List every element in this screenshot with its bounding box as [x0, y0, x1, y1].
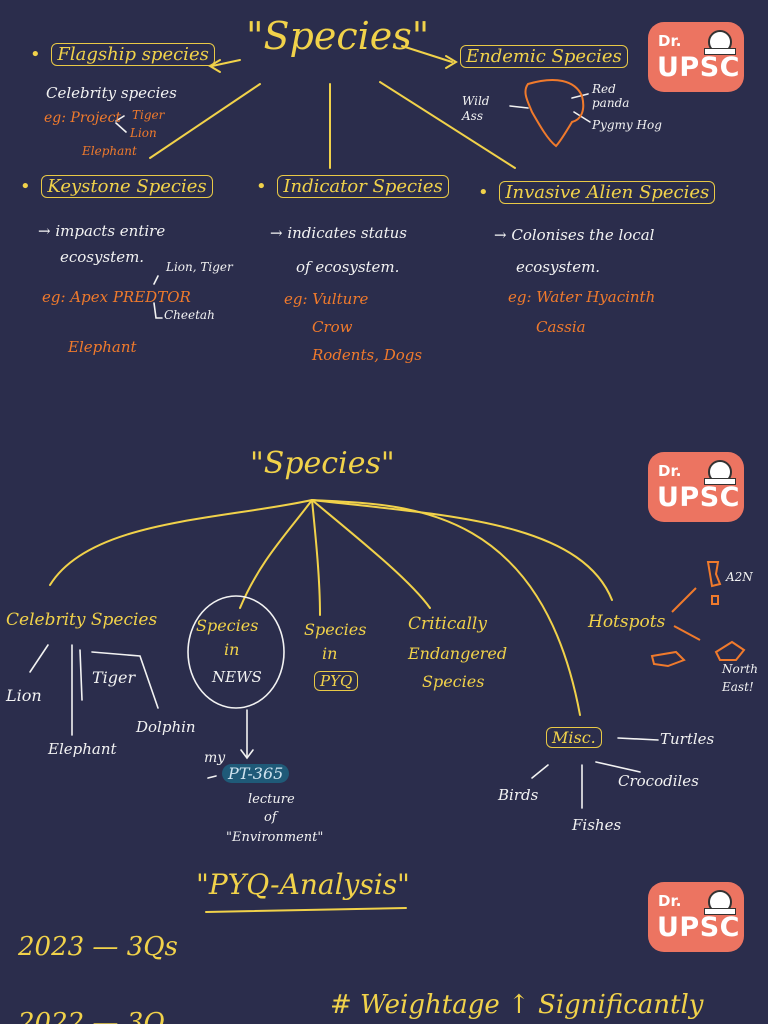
ref-my: my: [204, 750, 226, 766]
logo-upsc-text: UPSC: [657, 52, 740, 83]
section1-title: "Species": [246, 14, 430, 58]
invasive-desc2: ecosystem.: [516, 258, 601, 276]
section3-title: "PYQ-Analysis": [196, 868, 410, 901]
logo-upsc-text: UPSC: [657, 482, 740, 513]
invasive-desc1: → Colonises the local: [494, 226, 655, 244]
pyq-line1: Species: [304, 620, 367, 639]
logo-book-icon: [704, 48, 736, 55]
endemic-heading-row: Endemic Species: [460, 45, 628, 68]
hotspots-label: Hotspots: [588, 612, 666, 632]
indicator-heading: Indicator Species: [277, 175, 449, 198]
hotspots-a2n: A2N: [726, 570, 753, 584]
hotspots-north-east: North East!: [722, 662, 759, 694]
keystone-heading-row: Keystone Species: [20, 175, 213, 198]
endemic-label-wild-ass: Wild Ass: [462, 94, 490, 123]
indicator-eg2: Crow: [312, 318, 353, 336]
keystone-desc1: → impacts entire: [38, 222, 166, 240]
news-line1: Species: [196, 616, 259, 635]
dr-upsc-logo-2: Dr. UPSC: [648, 452, 744, 522]
indicator-desc2: of ecosystem.: [296, 258, 400, 276]
celebrity-dolphin: Dolphin: [136, 718, 196, 736]
indicator-eg3: Rodents, Dogs: [312, 346, 423, 364]
pt365-badge: PT-365: [222, 764, 290, 783]
ref-pill: PT-365: [222, 764, 290, 783]
logo-book-icon: [704, 478, 736, 485]
endemic-heading: Endemic Species: [460, 45, 628, 68]
flagship-heading: Flagship species: [51, 43, 215, 66]
logo-dr-text: Dr.: [658, 32, 682, 50]
invasive-eg1: eg: Water Hyacinth: [508, 288, 656, 306]
news-line2: in: [224, 640, 240, 659]
dr-upsc-logo-3: Dr. UPSC: [648, 882, 744, 952]
critically-line3: Species: [422, 672, 485, 691]
misc-box: Misc.: [546, 727, 602, 748]
invasive-heading-row: Invasive Alien Species: [478, 181, 716, 204]
flagship-desc: Celebrity species: [46, 84, 177, 102]
flagship-eg-lion: Lion: [130, 126, 157, 140]
misc-birds: Birds: [498, 786, 539, 804]
ref-line1: lecture: [248, 792, 295, 807]
indicator-desc1: → indicates status: [270, 224, 407, 242]
logo-dr-text: Dr.: [658, 892, 682, 910]
news-line3: NEWS: [212, 668, 262, 686]
invasive-eg2: Cassia: [536, 318, 586, 336]
pyq-box-row: PYQ: [314, 671, 359, 691]
misc-crocodiles: Crocodiles: [618, 772, 699, 790]
weightage-note: # Weightage ↑ Significantly: [330, 990, 704, 1020]
endemic-label-pygmy-hog: Pygmy Hog: [592, 118, 662, 132]
flagship-heading-row: Flagship species: [30, 43, 215, 66]
celebrity-lion: Lion: [6, 686, 42, 705]
ref-line3: "Environment": [226, 830, 324, 845]
keystone-sub1: Lion, Tiger: [166, 260, 233, 274]
indicator-heading-row: Indicator Species: [256, 175, 449, 198]
pyq-row-2023: 2023 — 3Qs: [18, 932, 178, 962]
pyq-row-2022: 2022 — 3Q: [18, 1008, 165, 1024]
misc-turtles: Turtles: [660, 730, 715, 748]
keystone-sub2: Cheetah: [164, 308, 215, 322]
keystone-heading: Keystone Species: [41, 175, 213, 198]
critically-line1: Critically: [408, 614, 487, 634]
keystone-eg: eg: Apex PREDTOR: [42, 288, 191, 306]
logo-dr-text: Dr.: [658, 462, 682, 480]
keystone-desc2: ecosystem.: [60, 248, 145, 266]
celebrity-tiger: Tiger: [92, 668, 136, 687]
critically-line2: Endangered: [408, 644, 508, 663]
pyq-line2: in: [322, 644, 338, 663]
keystone-eg2: Elephant: [68, 338, 137, 356]
invasive-heading: Invasive Alien Species: [499, 181, 716, 204]
misc-fishes: Fishes: [572, 816, 622, 834]
ref-line2: of: [264, 810, 277, 825]
dr-upsc-logo: Dr. UPSC: [648, 22, 744, 92]
celebrity-species-label: Celebrity Species: [6, 610, 158, 630]
pyq-box: PYQ: [314, 671, 359, 691]
indicator-eg1: eg: Vulture: [284, 290, 369, 308]
misc-box-row: Misc.: [546, 727, 602, 748]
endemic-label-red-panda: Red panda: [592, 82, 630, 110]
section2-title: "Species": [250, 446, 395, 481]
flagship-eg-tiger: Tiger: [132, 108, 165, 122]
logo-book-icon: [704, 908, 736, 915]
flagship-eg-elephant: Elephant: [82, 144, 137, 158]
logo-upsc-text: UPSC: [657, 912, 740, 943]
celebrity-elephant: Elephant: [48, 740, 117, 758]
flagship-eg: eg: Project: [44, 110, 122, 126]
